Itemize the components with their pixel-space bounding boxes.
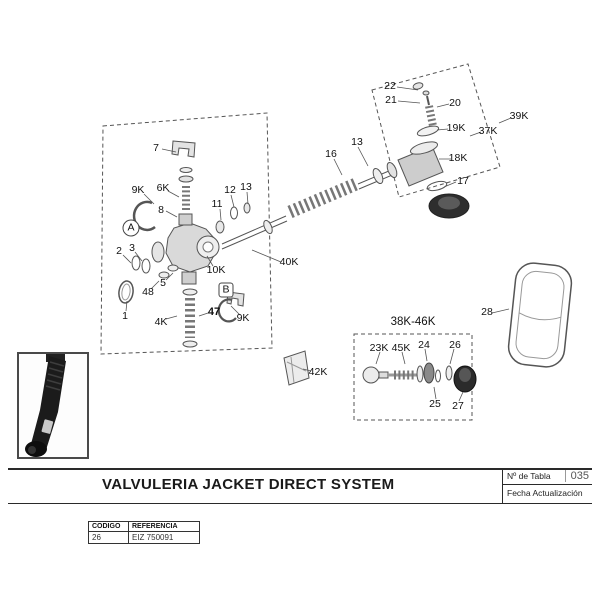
code-reference-table: CODIGO REFERENCIA 26 EIZ 750091: [88, 521, 200, 544]
part-label-48-21: 48: [142, 286, 154, 298]
codigo-header: CODIGO: [89, 522, 129, 531]
part-label-16-7: 16: [325, 148, 337, 160]
upper-stack-drawing: [132, 140, 251, 234]
part-label-9k-27: 9K: [236, 312, 250, 324]
spring-20-drawing: [425, 105, 437, 127]
ring-25-drawing: [435, 369, 441, 383]
part-label-20-11: 20: [449, 97, 461, 109]
part-label-4k-23: 4K: [154, 316, 168, 328]
part-label-26-34: 26: [449, 339, 461, 351]
part-label-b-25: B: [218, 282, 234, 298]
part-label-23k-31: 23K: [369, 342, 389, 354]
main-group-box: [100, 112, 273, 355]
table-number-label: Nº de Tabla: [507, 471, 551, 481]
part-label-13-6: 13: [240, 181, 252, 193]
referencia-header: REFERENCIA: [132, 523, 178, 530]
part-label-47-26: 47: [207, 306, 221, 318]
part-label-5-22: 5: [160, 277, 166, 289]
ring-17-drawing: [426, 180, 448, 192]
plate-19k-drawing: [416, 125, 440, 137]
clip-9k-right-drawing: [217, 298, 237, 323]
part-label-40k-28: 40K: [279, 256, 299, 268]
part-label-39k-14: 39K: [509, 110, 529, 122]
part-label-22-9: 22: [384, 80, 396, 92]
table-number-value: 035: [564, 470, 589, 482]
leader-lines: [122, 86, 512, 402]
jacket-plate-drawing: [507, 262, 573, 368]
referencia-value: EIZ 750091: [132, 533, 174, 542]
part-label-37k-13: 37K: [478, 125, 498, 137]
part-label-9k-1: 9K: [131, 184, 145, 196]
product-label: [41, 419, 54, 434]
title-top-rule: [8, 468, 592, 470]
part-label-6k-2: 6K: [156, 182, 170, 194]
bracket-7-drawing: [171, 140, 196, 158]
codigo-value: 26: [89, 532, 129, 543]
part-label-7-0: 7: [153, 142, 159, 154]
part-label-2-18: 2: [116, 245, 122, 257]
ring-26-drawing: [445, 365, 453, 381]
page-title: VALVULERIA JACKET DIRECT SYSTEM: [102, 476, 395, 493]
title-bottom-rule: [8, 503, 592, 504]
part-label-21-10: 21: [385, 94, 397, 106]
part-label-a-17: A: [122, 219, 140, 237]
part-label-42k-29: 42K: [308, 366, 328, 378]
table-info-divider: [502, 468, 503, 504]
part-label-10k-24: 10K: [206, 264, 226, 276]
ring-1-drawing: [118, 280, 134, 304]
table-info-block: Nº de Tabla 035 Fecha Actualización: [503, 469, 592, 498]
plate-18k-drawing: [409, 141, 439, 155]
clip-42k-drawing: [283, 350, 310, 386]
main-shaft-drawing: [221, 161, 398, 250]
spring-16-drawing: [287, 178, 359, 218]
part-label-38k-46k-30: 38K-46K: [390, 316, 436, 328]
part-label-25-35: 25: [429, 398, 441, 410]
part-label-28-37: 28: [481, 306, 493, 318]
clip-9k-left-drawing: [132, 200, 156, 232]
part-label-27-36: 27: [452, 400, 464, 412]
plunger-assembly-drawing: [362, 362, 477, 393]
product-photo-inset: [17, 352, 89, 459]
update-date-label: Fecha Actualización: [507, 488, 583, 498]
disc-24-drawing: [423, 362, 435, 384]
valve-body-drawing: [151, 213, 220, 285]
part-label-17-16: 17: [457, 175, 469, 187]
part-label-45k-32: 45K: [391, 342, 411, 354]
product-photo: [19, 354, 87, 457]
lower-stack-drawing: [118, 255, 245, 348]
part-label-12-5: 12: [224, 184, 236, 196]
upper-group-box: [371, 63, 501, 198]
part-label-3-19: 3: [129, 242, 135, 254]
part-label-13-8: 13: [351, 136, 363, 148]
part-label-19k-12: 19K: [446, 122, 466, 134]
screw-21-drawing: [422, 90, 430, 96]
part-label-18k-15: 18K: [448, 152, 468, 164]
part-label-8-3: 8: [158, 204, 164, 216]
part-label-24-33: 24: [418, 339, 430, 351]
upper-valve-assembly-drawing: [397, 82, 470, 219]
cap-22-drawing: [412, 82, 424, 90]
part-label-11-4: 11: [211, 198, 223, 210]
diagram-svg: [100, 63, 573, 421]
part-label-1-20: 1: [122, 310, 128, 322]
